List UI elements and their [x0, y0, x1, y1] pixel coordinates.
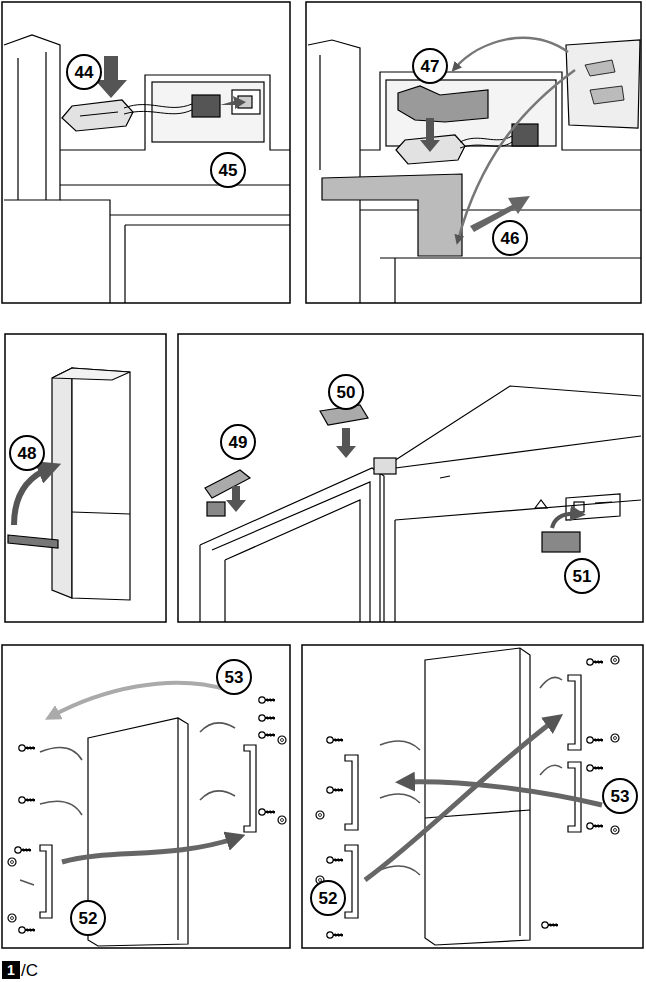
door-figure [40, 718, 256, 946]
callout-text: 53 [225, 669, 244, 686]
motion-arcs [20, 723, 235, 885]
callout-number: 47 [412, 48, 448, 84]
callout-number: 46 [492, 220, 528, 256]
callout-text: 46 [501, 230, 520, 247]
callout-number: 53 [602, 778, 638, 814]
callout-text: 51 [573, 568, 592, 585]
curved-arrow [14, 468, 50, 525]
callout-number: 53 [216, 659, 252, 695]
screws [316, 656, 619, 938]
push-arrow [336, 428, 356, 458]
callout-text: 50 [337, 384, 356, 401]
curved-arrow [62, 838, 236, 862]
callout-text: 1 [7, 963, 15, 977]
page-code: /C [21, 962, 38, 979]
callout-text: 47 [421, 58, 440, 75]
callout-text: 49 [229, 434, 248, 451]
curved-arrow [52, 683, 228, 716]
callout-text: 52 [319, 890, 338, 907]
push-arrow [420, 118, 440, 152]
callout-number: 51 [564, 558, 600, 594]
callout-number: 45 [210, 152, 246, 188]
door-figure [345, 648, 581, 945]
callout-text: 45 [219, 162, 238, 179]
curved-arrow [365, 720, 555, 880]
curved-arrow [405, 782, 602, 805]
callout-text: 53 [611, 788, 630, 805]
hinge-detail [4, 35, 290, 303]
panel-frame [2, 2, 643, 948]
page-marker: 1 [2, 961, 20, 979]
callout-number: 52 [310, 880, 346, 916]
fridge-top [200, 386, 641, 622]
push-arrow [220, 96, 246, 109]
hinge-detail [308, 40, 641, 303]
callout-text: 48 [18, 445, 37, 462]
callout-number: 44 [66, 54, 102, 90]
callout-number: 50 [328, 374, 364, 410]
callout-number: 48 [9, 435, 45, 471]
screws [8, 697, 286, 933]
curved-arrow [552, 514, 578, 528]
push-arrow [226, 486, 246, 512]
callout-text: 52 [79, 910, 98, 927]
curved-arrow [458, 70, 575, 240]
curved-arrow [455, 38, 568, 68]
callout-number: 52 [70, 900, 106, 936]
callout-number: 49 [220, 424, 256, 460]
callout-text: 44 [75, 64, 94, 81]
fridge-figure [8, 368, 130, 600]
